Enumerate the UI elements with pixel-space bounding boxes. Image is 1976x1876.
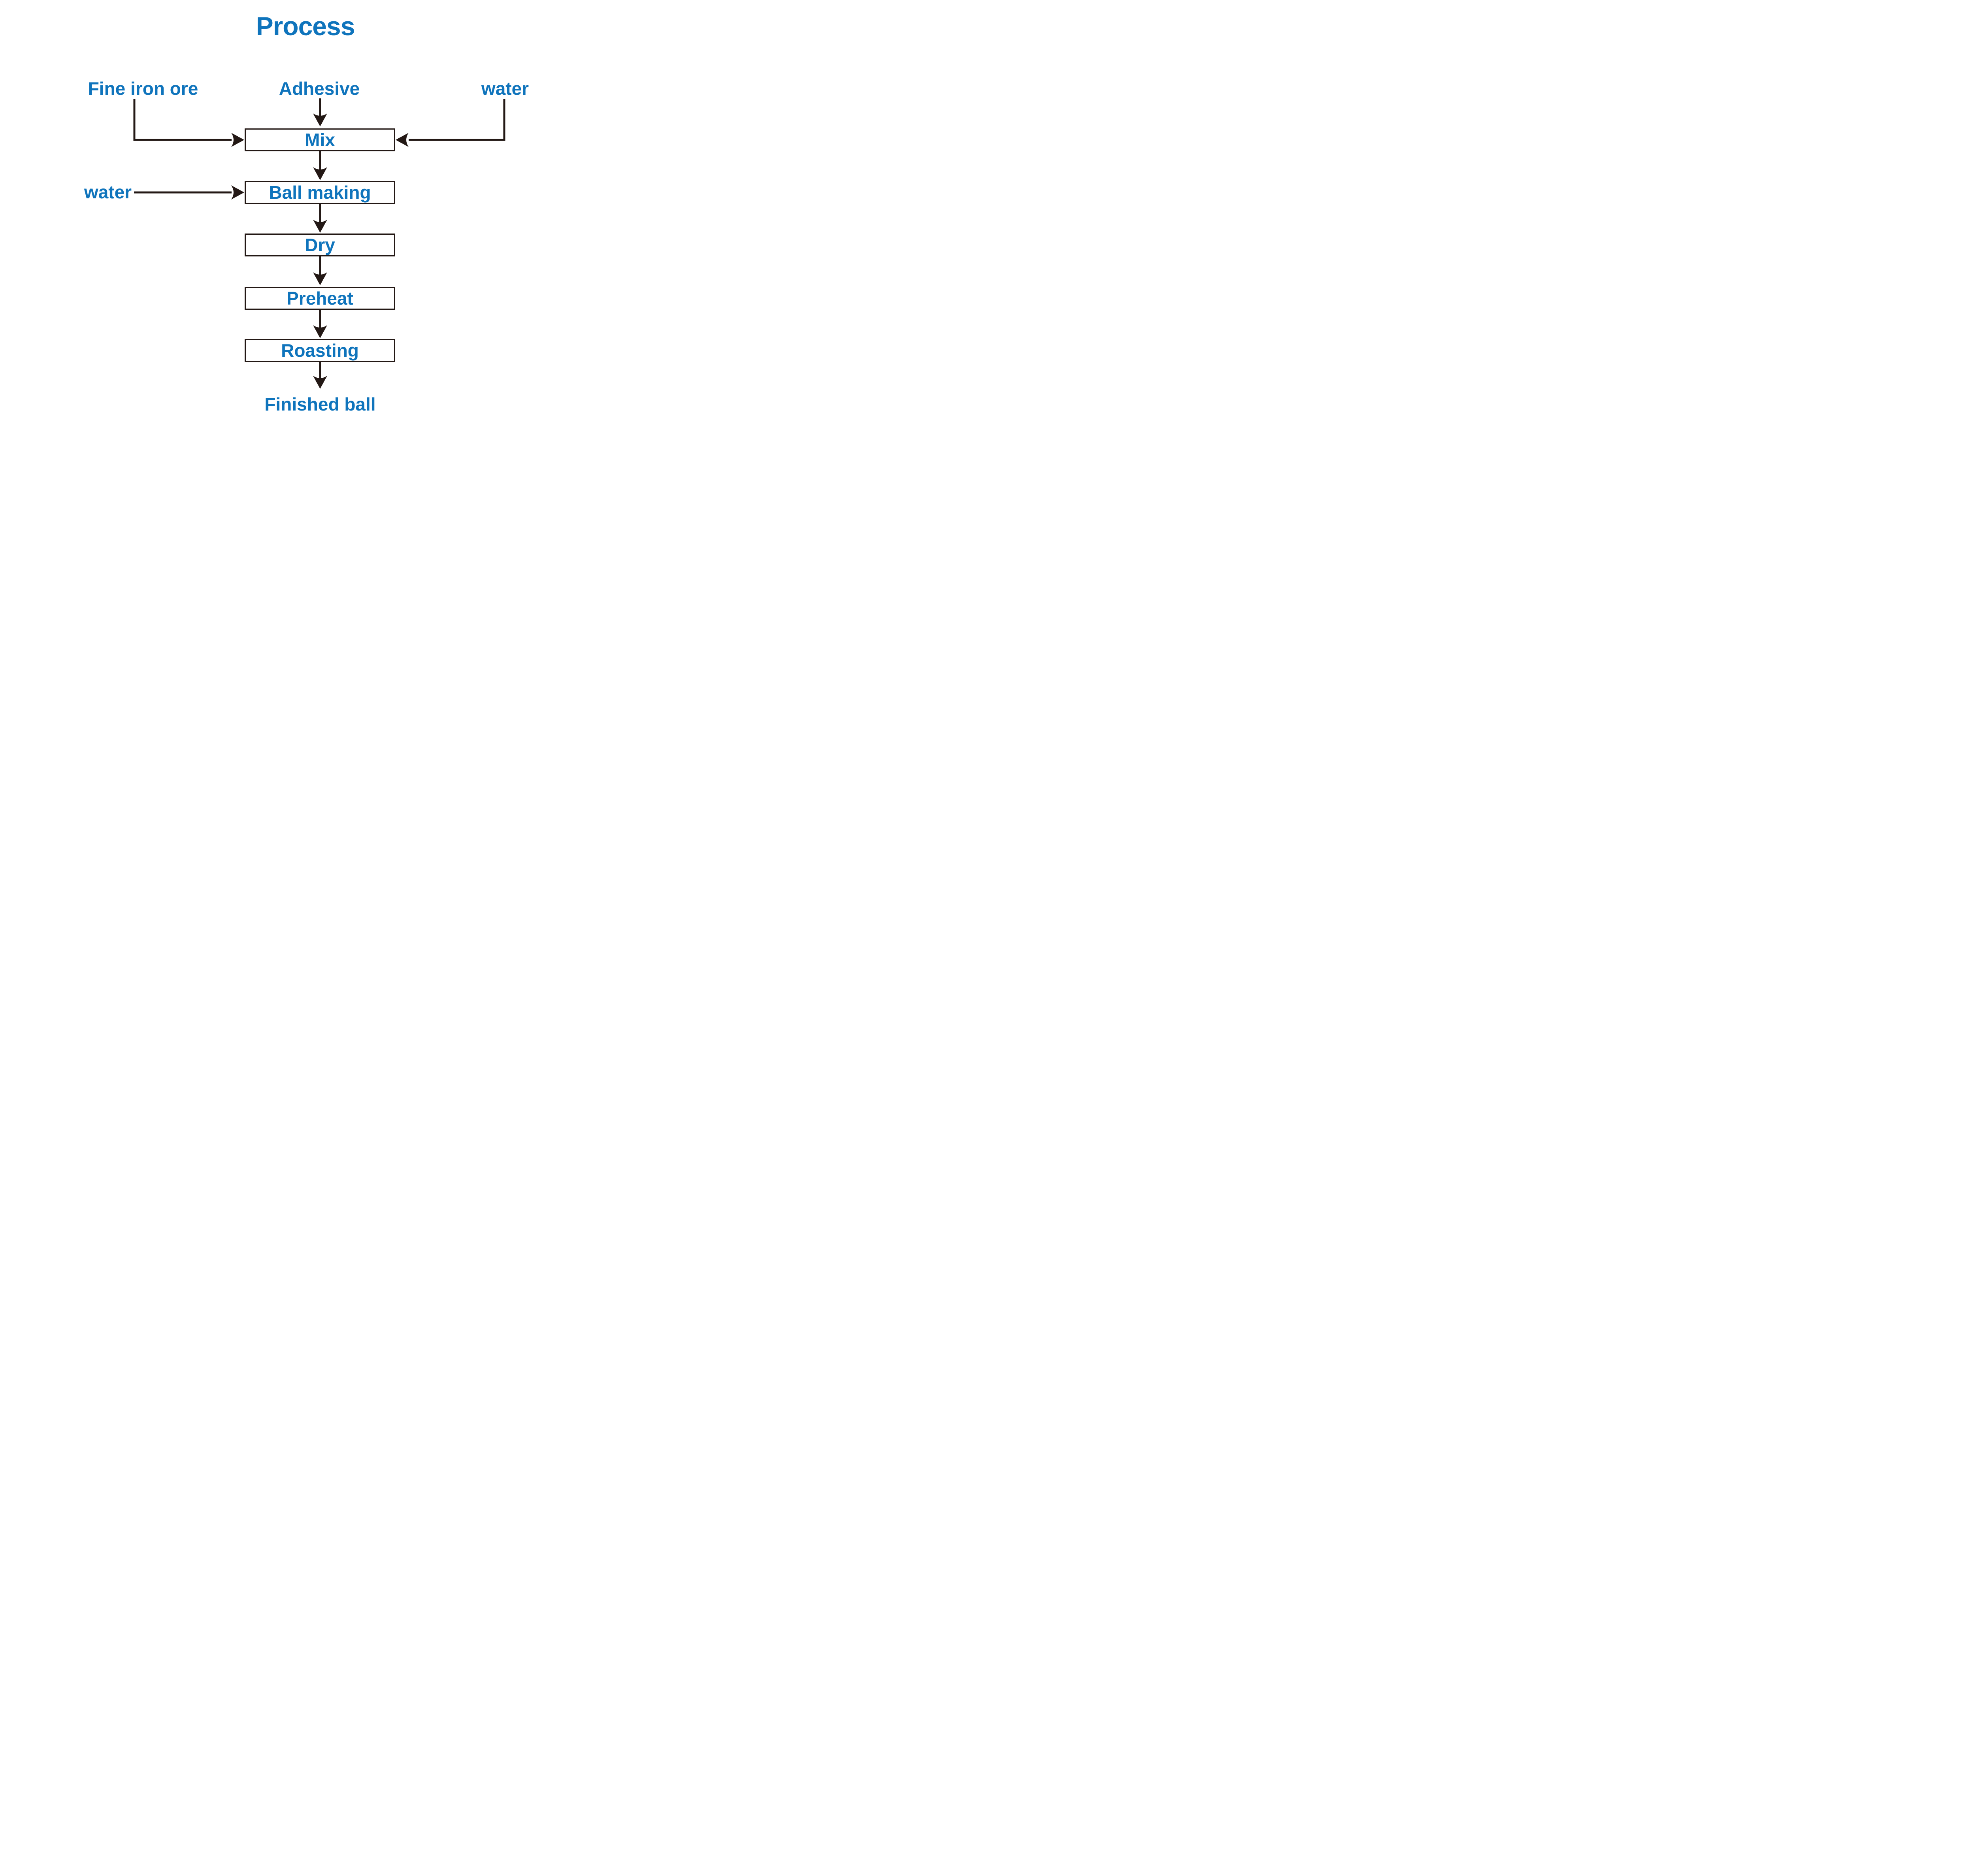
process-box-ball-making: Ball making: [245, 181, 395, 204]
process-box-roasting: Roasting: [245, 339, 395, 362]
input-label-fine-iron-ore: Fine iron ore: [88, 78, 198, 99]
arrow-water-to-ball-making: [134, 185, 244, 200]
arrow-dry-to-preheat: [313, 256, 327, 285]
input-label-water-top: water: [481, 78, 529, 99]
input-label-water-left: water: [84, 182, 132, 202]
process-box-mix: Mix: [245, 128, 395, 151]
arrow-preheat-to-roasting: [313, 310, 327, 338]
process-box-preheat: Preheat: [245, 287, 395, 310]
connector-layer: [133, 98, 505, 389]
arrow-mix-to-ball-making: [313, 151, 327, 180]
diagram-title: Process: [256, 11, 355, 41]
process-box-dry: Dry: [245, 234, 395, 256]
arrow-roasting-to-finished-ball: [313, 362, 327, 389]
arrow-adhesive-to-mix: [313, 98, 327, 126]
arrow-water-to-mix: [396, 99, 505, 147]
output-label-finished-ball: Finished ball: [264, 394, 376, 414]
input-label-adhesive: Adhesive: [279, 78, 360, 99]
arrow-fine-iron-ore-to-mix: [133, 99, 244, 147]
arrow-ball-making-to-dry: [313, 204, 327, 233]
process-flowchart: Process: [0, 0, 611, 433]
